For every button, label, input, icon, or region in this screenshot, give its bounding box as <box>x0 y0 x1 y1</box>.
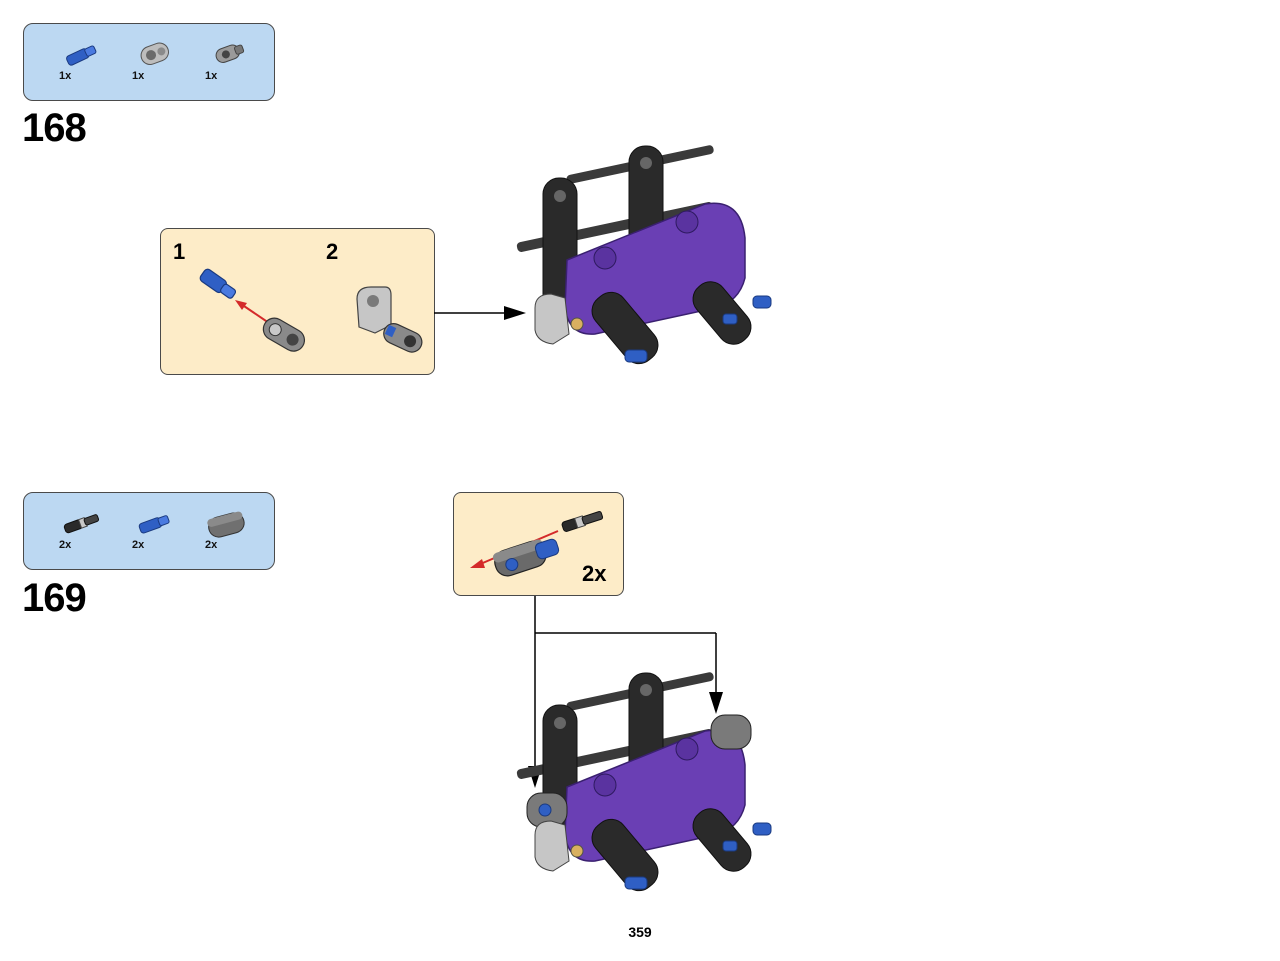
black-axle-pin-icon <box>54 503 114 563</box>
sub-assembly-illustration <box>199 268 423 353</box>
step-number: 168 <box>22 106 87 150</box>
substep-number: 2 <box>326 239 339 264</box>
light-gray-axle-connector-icon <box>127 34 187 94</box>
step-number: 169 <box>22 576 87 620</box>
dark-gray-beam-icon <box>200 503 260 563</box>
parts-list-step-168: 1x 1x 1x <box>23 23 275 101</box>
sub-assembly-callout-step-169: 2x <box>453 492 624 596</box>
sub-assembly-illustration <box>470 511 604 577</box>
sub-assembly-callout-step-168: 1 2 <box>160 228 435 375</box>
part-qty: 2x <box>132 539 145 551</box>
part-qty: 2x <box>59 539 72 551</box>
substep-number: 1 <box>173 239 186 264</box>
part-qty: 2x <box>205 539 218 551</box>
part-qty: 1x <box>205 70 218 82</box>
page-number: 359 <box>628 924 652 940</box>
part-qty: 1x <box>132 70 145 82</box>
blue-pin-icon <box>127 503 187 563</box>
blue-pin-icon <box>54 34 114 94</box>
part-qty: 1x <box>59 70 72 82</box>
dark-gray-pin-connector-icon <box>200 34 260 94</box>
model-illustration-step-168 <box>516 145 772 365</box>
model-illustration-step-169 <box>516 672 772 892</box>
multiplier-label: 2x <box>582 561 607 586</box>
parts-list-step-169: 2x 2x 2x <box>23 492 275 570</box>
